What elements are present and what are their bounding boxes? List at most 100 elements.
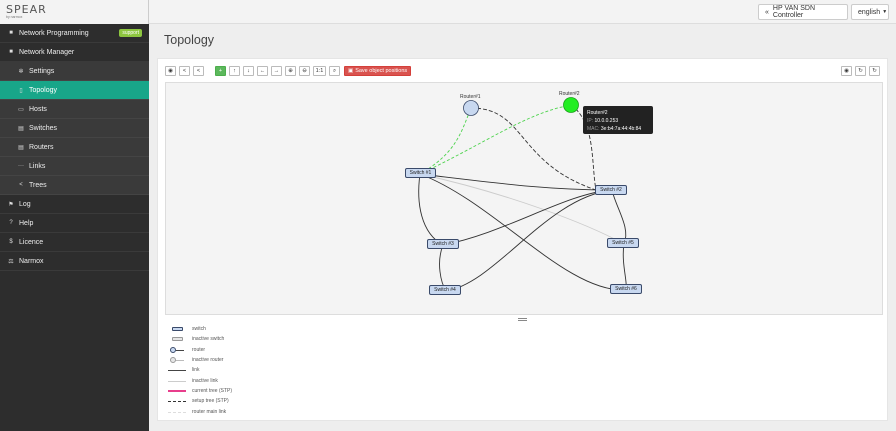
arrow-right-icon: → — [273, 68, 280, 74]
legend-label: inactive switch — [192, 336, 225, 343]
sidebar-item-label: Help — [19, 219, 34, 227]
sidebar-item-narmox[interactable]: ⚖ Narmox — [0, 252, 149, 271]
link-symbol — [166, 366, 188, 374]
floppy-icon: ▣ — [348, 68, 354, 74]
add-button[interactable]: + — [215, 66, 226, 76]
link-s2-s5[interactable] — [611, 189, 627, 245]
save-positions-label: Save object positions — [355, 68, 408, 74]
toggle-labels-button[interactable]: ◉ — [165, 66, 176, 76]
resize-handle[interactable] — [518, 318, 527, 321]
caret-down-icon: ▼ — [882, 9, 888, 15]
reload-icon: ↻ — [872, 68, 877, 74]
plus-icon: + — [218, 68, 223, 74]
switch-2-node[interactable]: Switch #2 — [595, 185, 627, 195]
switch-4-node[interactable]: Switch #4 — [429, 285, 461, 295]
setup-tree-symbol — [166, 397, 188, 405]
topology-canvas[interactable]: Router#1 Router#2 Switch #1 Switch #2 Sw… — [165, 82, 883, 315]
sidebar-item-label: Links — [29, 162, 46, 170]
double-chevron-left-icon: « — [765, 8, 769, 16]
switch-symbol — [166, 325, 188, 333]
brand-name: SPEAR — [6, 3, 47, 17]
refresh-button[interactable]: ↻ — [855, 66, 866, 76]
inactive-switch-symbol — [166, 335, 188, 343]
search-icon: ⌕ — [332, 67, 337, 74]
tooltip-ip-key: IP: — [587, 118, 594, 124]
link-s1-s5-inactive[interactable] — [419, 173, 625, 245]
tooltip-mac-key: MAC: — [587, 126, 600, 132]
sidebar-item-licence[interactable]: $ Licence — [0, 233, 149, 252]
share-button[interactable]: < — [179, 66, 190, 76]
zoom-in-icon: ⊕ — [288, 68, 293, 74]
legend-label: link — [192, 367, 200, 374]
sidebar-item-topology[interactable]: ▯ Topology — [0, 81, 149, 100]
legend: switch inactive switch router inactive r… — [166, 324, 366, 417]
ellipsis-icon: ··· — [18, 163, 24, 169]
move-right-button[interactable]: → — [271, 66, 282, 76]
legend-label: switch — [192, 326, 206, 333]
link-s1-s2[interactable] — [419, 173, 613, 191]
tooltip-ip: IP: 10.0.0.253 — [587, 117, 649, 125]
language-dropdown[interactable]: english ▼ — [851, 4, 889, 20]
controller-button[interactable]: « HP VAN SDN Controller — [758, 4, 848, 20]
sidebar-item-label: Licence — [19, 238, 44, 246]
gear-icon: ✲ — [18, 68, 24, 75]
flag-icon: ⚑ — [8, 201, 14, 208]
search-button[interactable]: ⌕ — [329, 66, 340, 76]
setup-tree-r2-s2[interactable] — [570, 104, 597, 191]
briefcase-icon: ■ — [9, 30, 13, 36]
router-2-node[interactable] — [563, 97, 579, 113]
sidebar-item-log[interactable]: ⚑ Log — [0, 195, 149, 214]
sidebar-item-links[interactable]: ··· Links — [0, 157, 149, 176]
page-title: Topology — [164, 33, 215, 47]
legend-item: switch — [166, 324, 366, 334]
link-s2-s4[interactable] — [445, 189, 613, 292]
switch-1-node[interactable]: Switch #1 — [405, 168, 436, 178]
zoom-reset-button[interactable]: 1:1 — [313, 66, 326, 76]
switch-5-node[interactable]: Switch #5 — [607, 238, 639, 248]
support-badge[interactable]: support — [119, 29, 142, 37]
zoom-out-button[interactable]: ⊖ — [299, 66, 310, 76]
move-down-button[interactable]: ↓ — [243, 66, 254, 76]
brand-tagline: by narmox — [6, 15, 23, 20]
move-left-button[interactable]: ← — [257, 66, 268, 76]
toggle-view-button[interactable]: ◉ — [841, 66, 852, 76]
brand[interactable]: SPEAR by narmox — [0, 0, 149, 24]
switch-3-node[interactable]: Switch #3 — [427, 239, 459, 249]
sidebar-item-routers[interactable]: ▤ Routers — [0, 138, 149, 157]
router-icon: ▤ — [18, 144, 24, 151]
sidebar-item-settings[interactable]: ✲ Settings — [0, 62, 149, 81]
sidebar-item-network-programming[interactable]: ■ Network Programming support — [0, 24, 149, 43]
save-positions-button[interactable]: ▣ Save object positions — [344, 66, 412, 76]
share-alt-button[interactable]: < — [193, 66, 204, 76]
legend-label: inactive link — [192, 377, 218, 384]
sidebar-item-help[interactable]: ? Help — [0, 214, 149, 233]
link-s2-s3[interactable] — [442, 189, 613, 246]
router-main-link-r1[interactable] — [419, 107, 472, 175]
link-s1-s3[interactable] — [418, 173, 444, 246]
sidebar-item-label: Topology — [29, 86, 58, 94]
switch-6-node[interactable]: Switch #6 — [610, 284, 642, 294]
share-alt-icon: < — [196, 68, 201, 74]
sidebar-item-trees[interactable]: < Trees — [0, 176, 149, 195]
legend-item: setup tree (STP) — [166, 396, 366, 406]
router-main-link-r2[interactable] — [419, 104, 572, 175]
router-1-node[interactable] — [463, 100, 479, 116]
sidebar-item-network-manager[interactable]: ■ Network Manager — [0, 43, 149, 62]
zoom-in-button[interactable]: ⊕ — [285, 66, 296, 76]
legend-label: current tree (STP) — [192, 387, 233, 394]
legend-label: setup tree (STP) — [192, 398, 229, 405]
briefcase-icon: ■ — [9, 49, 13, 55]
scale-icon: ⚖ — [8, 258, 14, 265]
setup-tree-r1-s2[interactable] — [470, 107, 597, 191]
sidebar-item-label: Network Manager — [19, 48, 75, 56]
reload-button[interactable]: ↻ — [869, 66, 880, 76]
sidebar-item-label: Narmox — [19, 257, 44, 265]
sidebar-item-label: Switches — [29, 124, 58, 132]
link-s1-s6[interactable] — [419, 173, 627, 291]
sidebar-item-hosts[interactable]: ▭ Hosts — [0, 100, 149, 119]
legend-item: inactive switch — [166, 334, 366, 344]
sidebar-item-label: Network Programming — [19, 29, 89, 37]
legend-item: inactive router — [166, 355, 366, 365]
move-up-button[interactable]: ↑ — [229, 66, 240, 76]
sidebar-item-switches[interactable]: ▤ Switches — [0, 119, 149, 138]
